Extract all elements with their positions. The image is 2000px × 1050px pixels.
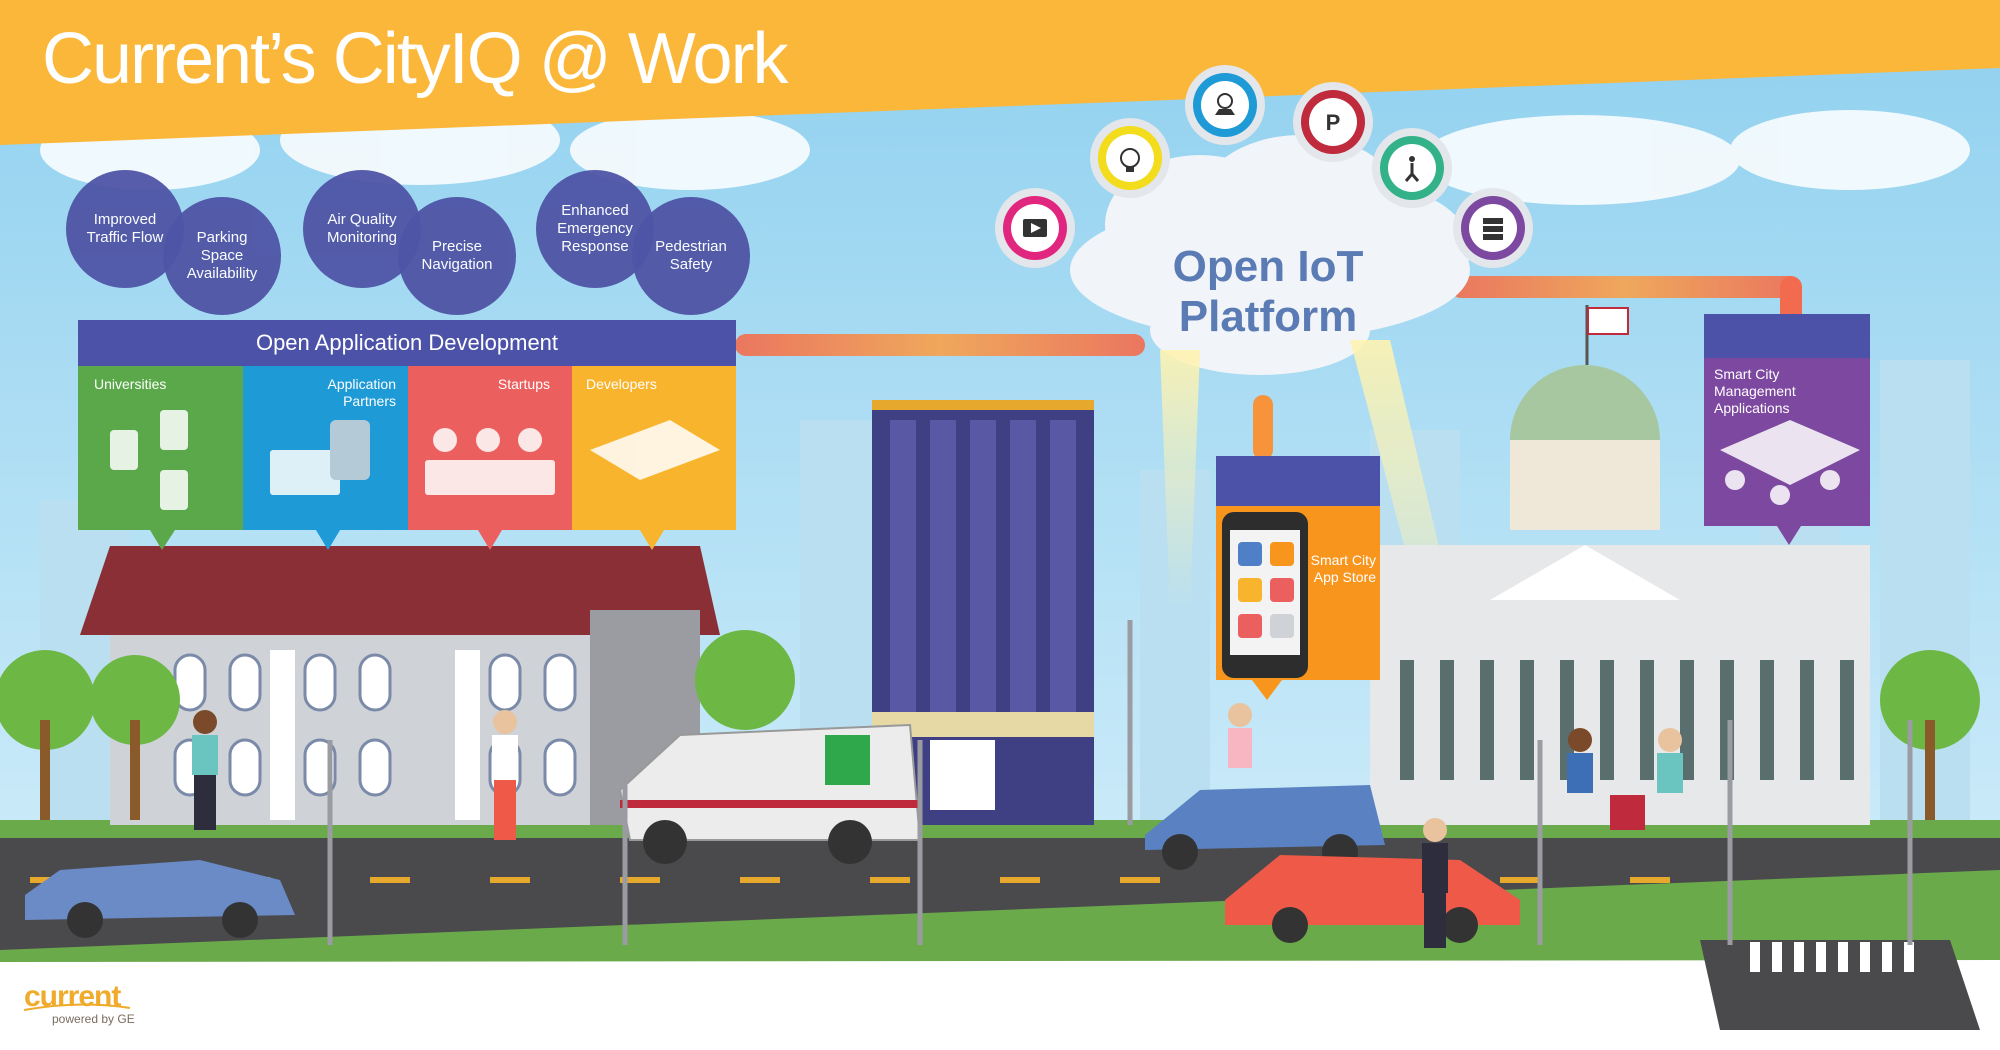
smart-city-panel xyxy=(1704,314,1870,545)
iot-cloud xyxy=(1070,135,1470,375)
panel-label: Application Partners xyxy=(327,376,397,409)
benefit-improved-traffic-flow: Improved Traffic Flow xyxy=(66,170,184,288)
open-app-dev-title: Open Application Development xyxy=(78,320,736,366)
footer-area xyxy=(0,950,2000,1050)
street-lights xyxy=(327,620,1913,945)
iot-platform-title: Open IoT Platform xyxy=(1172,242,1364,341)
benefit-parking-space-availability: Parking Space Availability xyxy=(163,197,281,315)
svg-text:P: P xyxy=(1326,110,1341,135)
panel-universities: Universities xyxy=(78,366,243,530)
panel-label: Startups xyxy=(497,376,550,392)
header-band xyxy=(0,0,2000,145)
trees xyxy=(0,630,1980,820)
panel-startups: Startups xyxy=(408,366,572,530)
benefit-precise-navigation: Precise Navigation xyxy=(398,197,516,315)
brand-swoosh xyxy=(23,1003,131,1011)
app-store-panel xyxy=(1216,456,1380,700)
page-title: Current’s CityIQ @ Work xyxy=(42,19,789,99)
people xyxy=(192,703,1683,948)
panel-label: Universities xyxy=(94,376,167,392)
panel-application-partners: Application Partners xyxy=(243,366,408,530)
crosswalk xyxy=(1750,942,1914,972)
data-flow-pipes xyxy=(735,276,1802,460)
panel-developers: Developers xyxy=(572,366,736,530)
smart-city-label: Smart City Management Applications xyxy=(1714,366,1796,416)
benefit-pedestrian-safety: Pedestrian Safety xyxy=(632,197,750,315)
panel-label: Developers xyxy=(586,376,657,392)
app-store-label: Smart City App Store xyxy=(1310,552,1376,585)
gear-icons: P xyxy=(995,65,1533,268)
brand-tagline: powered by GE xyxy=(52,1012,135,1026)
benefit-air-quality-monitoring: Air Quality Monitoring xyxy=(303,170,421,288)
brand-logo: current xyxy=(24,980,121,1013)
capitol-building xyxy=(1370,305,1870,825)
app-dev-panels xyxy=(78,366,736,550)
